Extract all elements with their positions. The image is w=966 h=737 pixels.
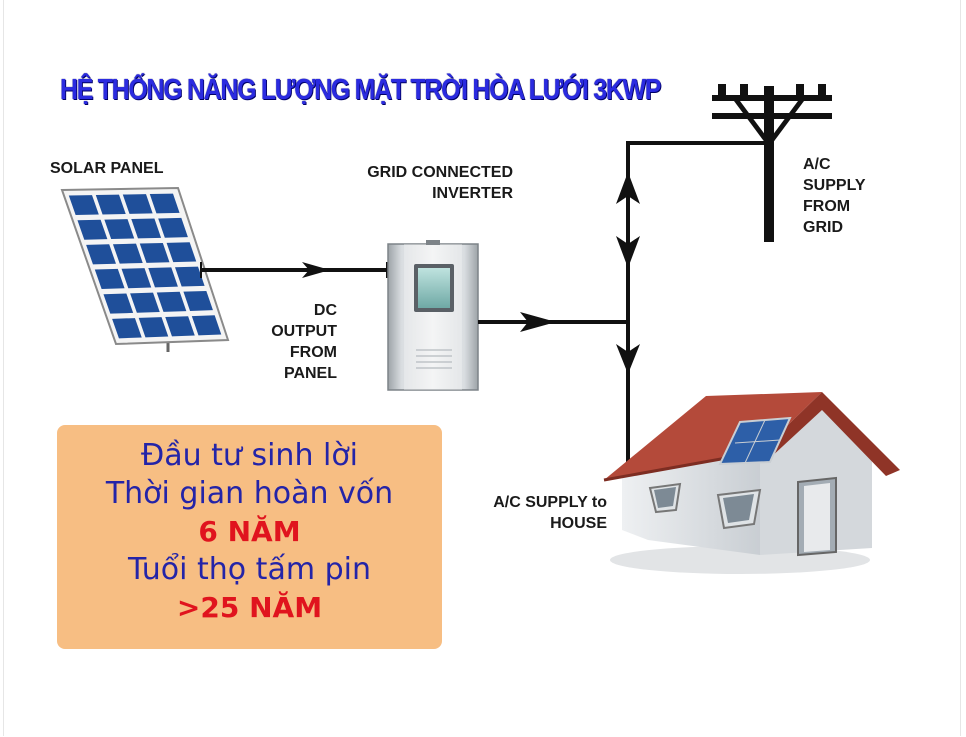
dc-output-label: DC OUTPUT FROM PANEL bbox=[240, 300, 337, 384]
dc-label-line2: OUTPUT bbox=[271, 323, 337, 340]
solar-cell bbox=[131, 218, 162, 239]
solar-cell bbox=[122, 194, 153, 214]
inverter-label: GRID CONNECTED INVERTER bbox=[320, 162, 513, 204]
ac-output-line bbox=[478, 312, 628, 332]
grid-label-line3: FROM bbox=[803, 198, 851, 215]
solar-panel-icon bbox=[60, 186, 230, 352]
solar-cell bbox=[104, 219, 135, 240]
ac-bus-line bbox=[616, 141, 772, 462]
grid-label-line4: GRID bbox=[803, 219, 843, 236]
house-supply-label: A/C SUPPLY to HOUSE bbox=[440, 492, 607, 534]
solar-cell bbox=[138, 317, 169, 338]
house-label-line1: A/C SUPPLY to bbox=[493, 494, 607, 511]
solar-cell bbox=[130, 292, 160, 313]
solar-panel-label: SOLAR PANEL bbox=[50, 160, 164, 177]
solar-cell bbox=[165, 316, 195, 337]
promo-line-payback-years: 6 NĂM bbox=[198, 515, 301, 548]
promo-line-investment: Đầu tư sinh lời bbox=[140, 438, 359, 473]
solar-cell bbox=[148, 267, 178, 288]
promo-line-payback: Thời gian hoàn vốn bbox=[105, 476, 394, 511]
grid-label-line1: A/C bbox=[803, 156, 831, 173]
promo-line-panel-life: Tuổi thọ tấm pin bbox=[128, 552, 371, 587]
solar-cell bbox=[112, 243, 143, 264]
grid-label-line2: SUPPLY bbox=[803, 177, 866, 194]
house-icon bbox=[603, 392, 900, 574]
solar-cell bbox=[149, 193, 180, 214]
solar-cell bbox=[95, 194, 126, 215]
solar-cell bbox=[77, 219, 108, 240]
solar-cell bbox=[112, 318, 142, 339]
inverter-icon bbox=[387, 240, 479, 391]
solar-cell bbox=[139, 242, 170, 263]
dc-connection-line bbox=[200, 262, 388, 278]
grid-supply-label: A/C SUPPLY FROM GRID bbox=[803, 154, 866, 238]
image-frame bbox=[3, 0, 961, 736]
solar-cell bbox=[156, 291, 187, 312]
solar-cell bbox=[158, 217, 188, 238]
solar-cell bbox=[121, 268, 152, 289]
dc-label-line1: DC bbox=[313, 302, 337, 319]
solar-cell bbox=[191, 315, 222, 336]
solar-cell bbox=[175, 266, 205, 287]
promo-line-panel-life-years: >25 NĂM bbox=[176, 591, 323, 624]
solar-cell bbox=[183, 290, 213, 311]
power-pole-icon bbox=[712, 84, 832, 242]
house-label-line2: HOUSE bbox=[550, 515, 607, 532]
dc-label-line3: FROM bbox=[289, 344, 337, 361]
solar-cell bbox=[86, 244, 116, 265]
inverter-label-line2: INVERTER bbox=[432, 185, 513, 202]
solar-cell bbox=[103, 293, 134, 314]
solar-cell bbox=[94, 268, 125, 290]
diagram-title: HỆ THỐNG NĂNG LƯỢNG MẶT TRỜI HÒA LƯỚI 3K… bbox=[60, 74, 661, 106]
solar-cell bbox=[166, 242, 197, 263]
solar-cell bbox=[68, 195, 99, 216]
dc-label-line4: PANEL bbox=[283, 365, 337, 382]
inverter-label-line1: GRID CONNECTED bbox=[367, 164, 513, 181]
investment-promo-box: Đầu tư sinh lời Thời gian hoàn vốn 6 NĂM… bbox=[57, 425, 442, 649]
